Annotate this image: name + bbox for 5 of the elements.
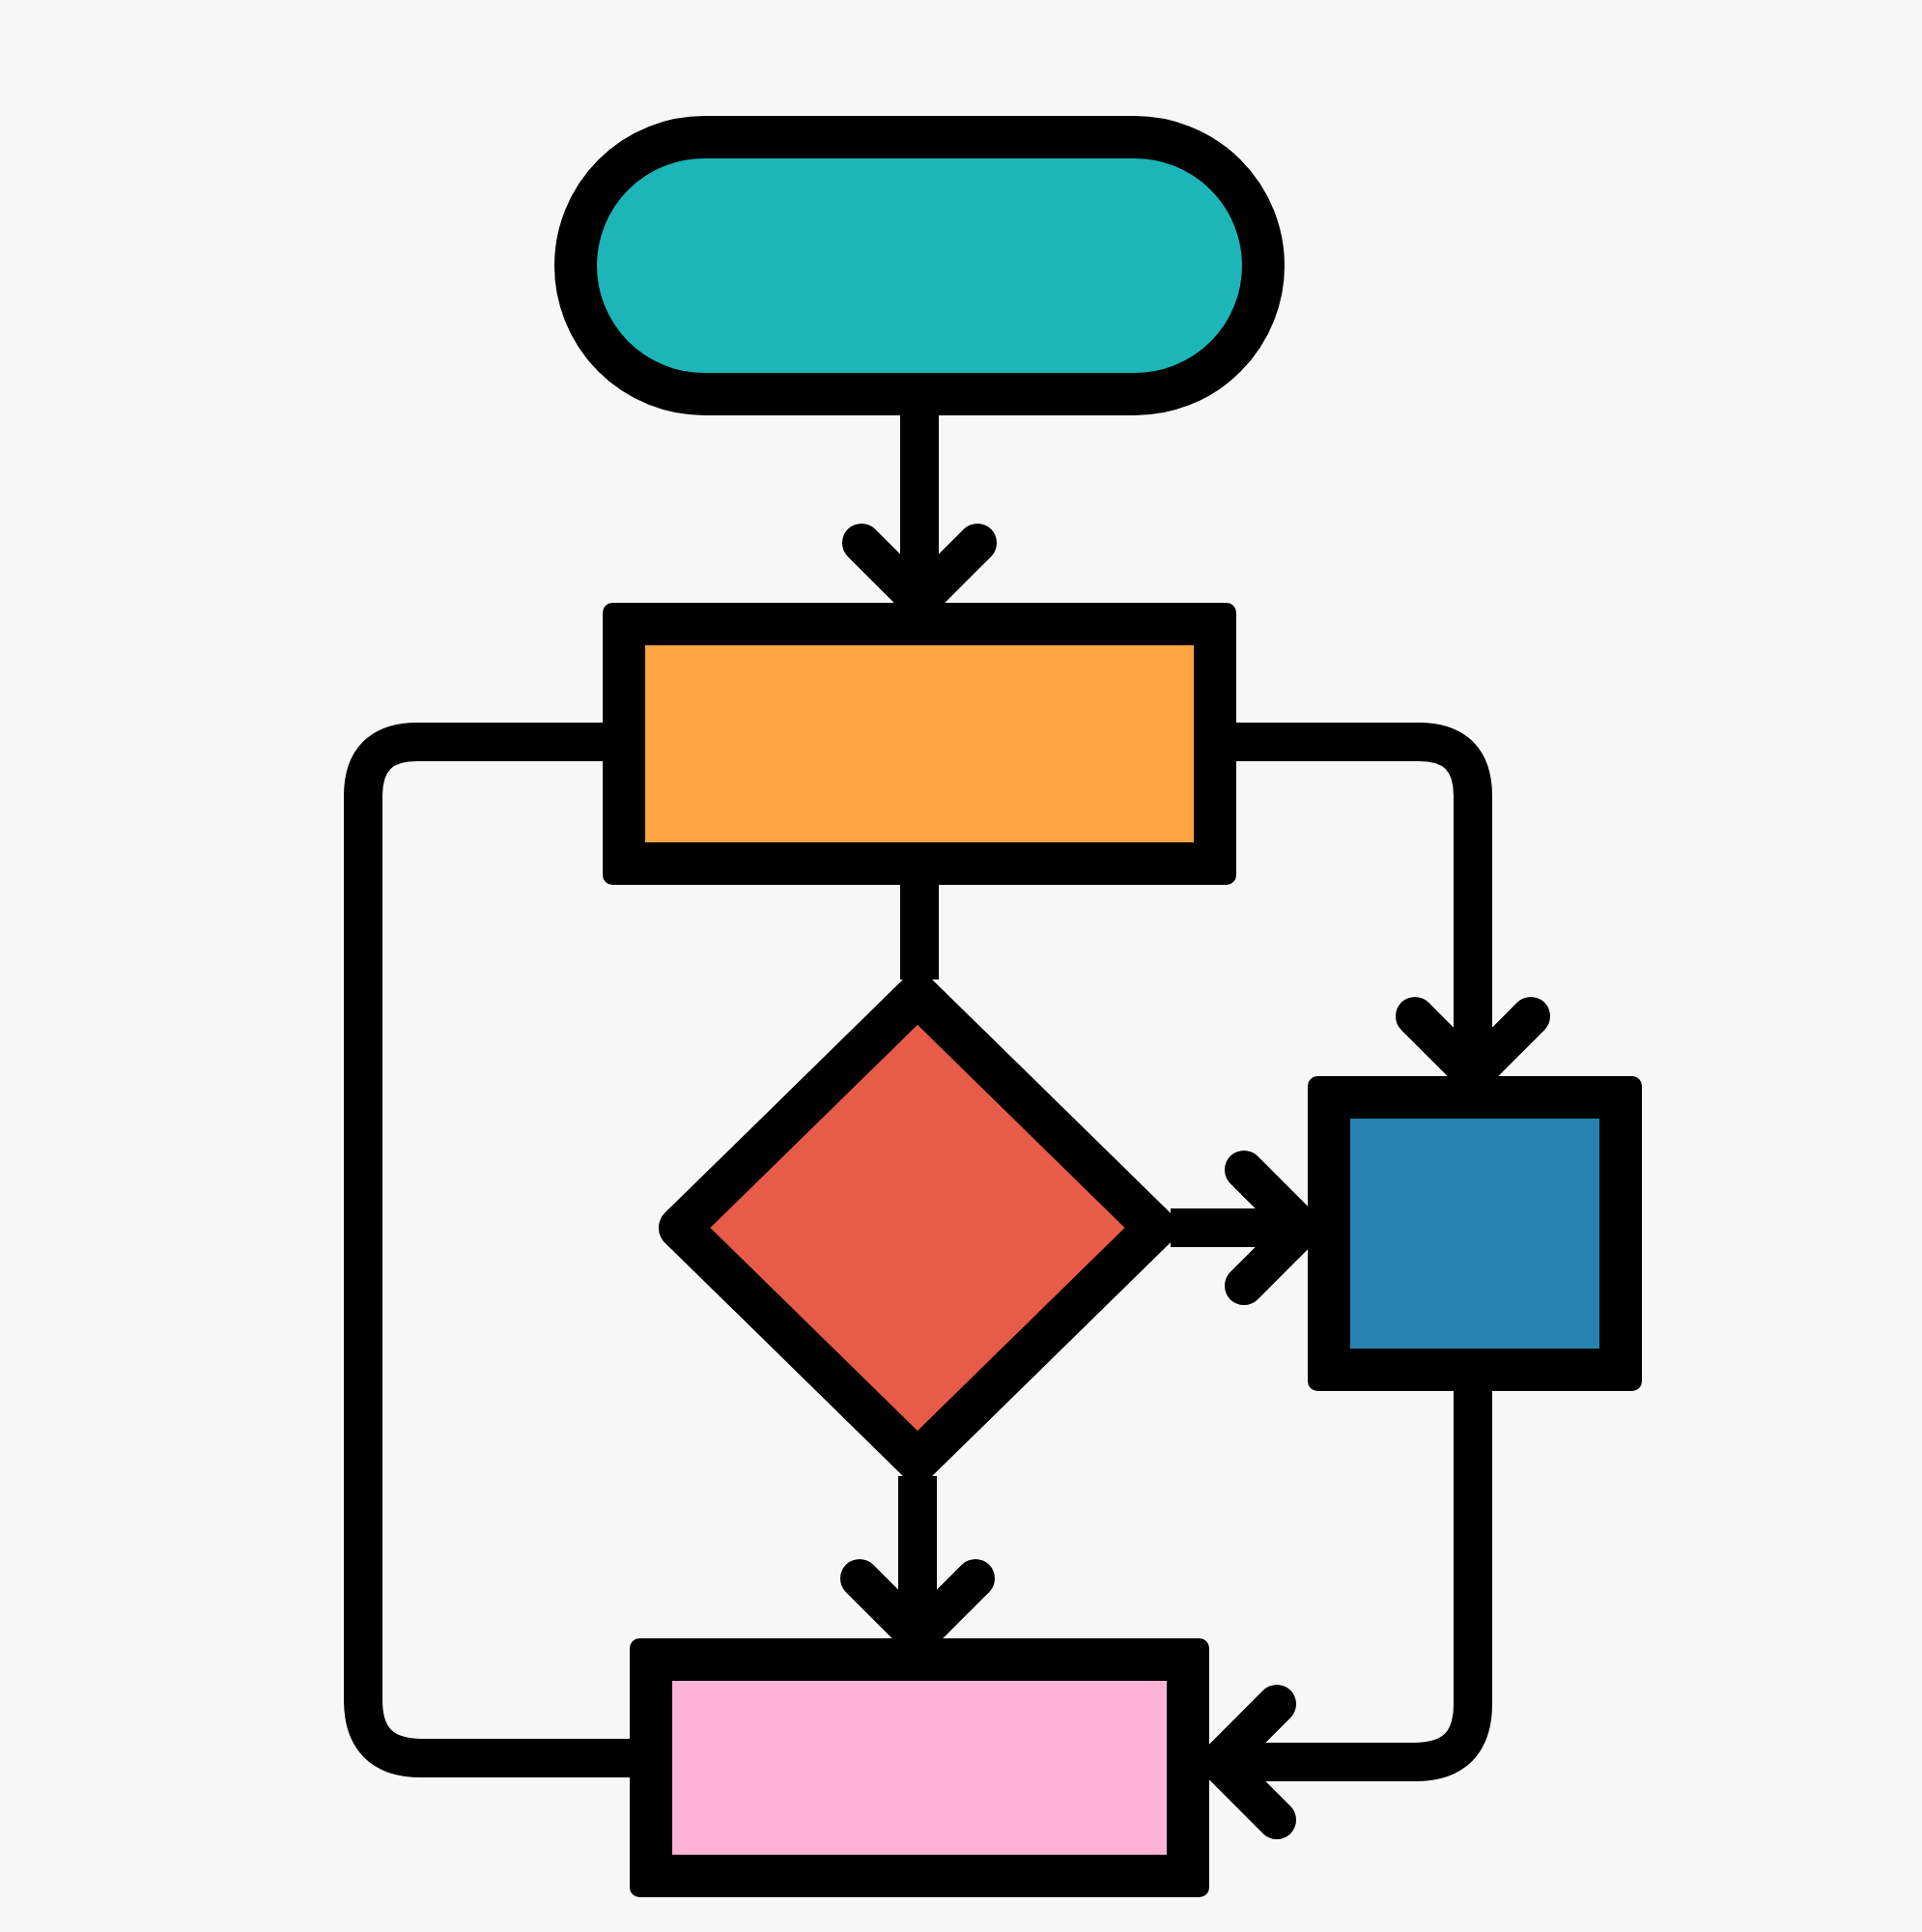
connector-line (344, 723, 630, 1777)
process-box (1308, 1076, 1642, 1391)
process-box (630, 1638, 1209, 1897)
process-box (603, 603, 1236, 885)
connector-line (900, 885, 939, 980)
